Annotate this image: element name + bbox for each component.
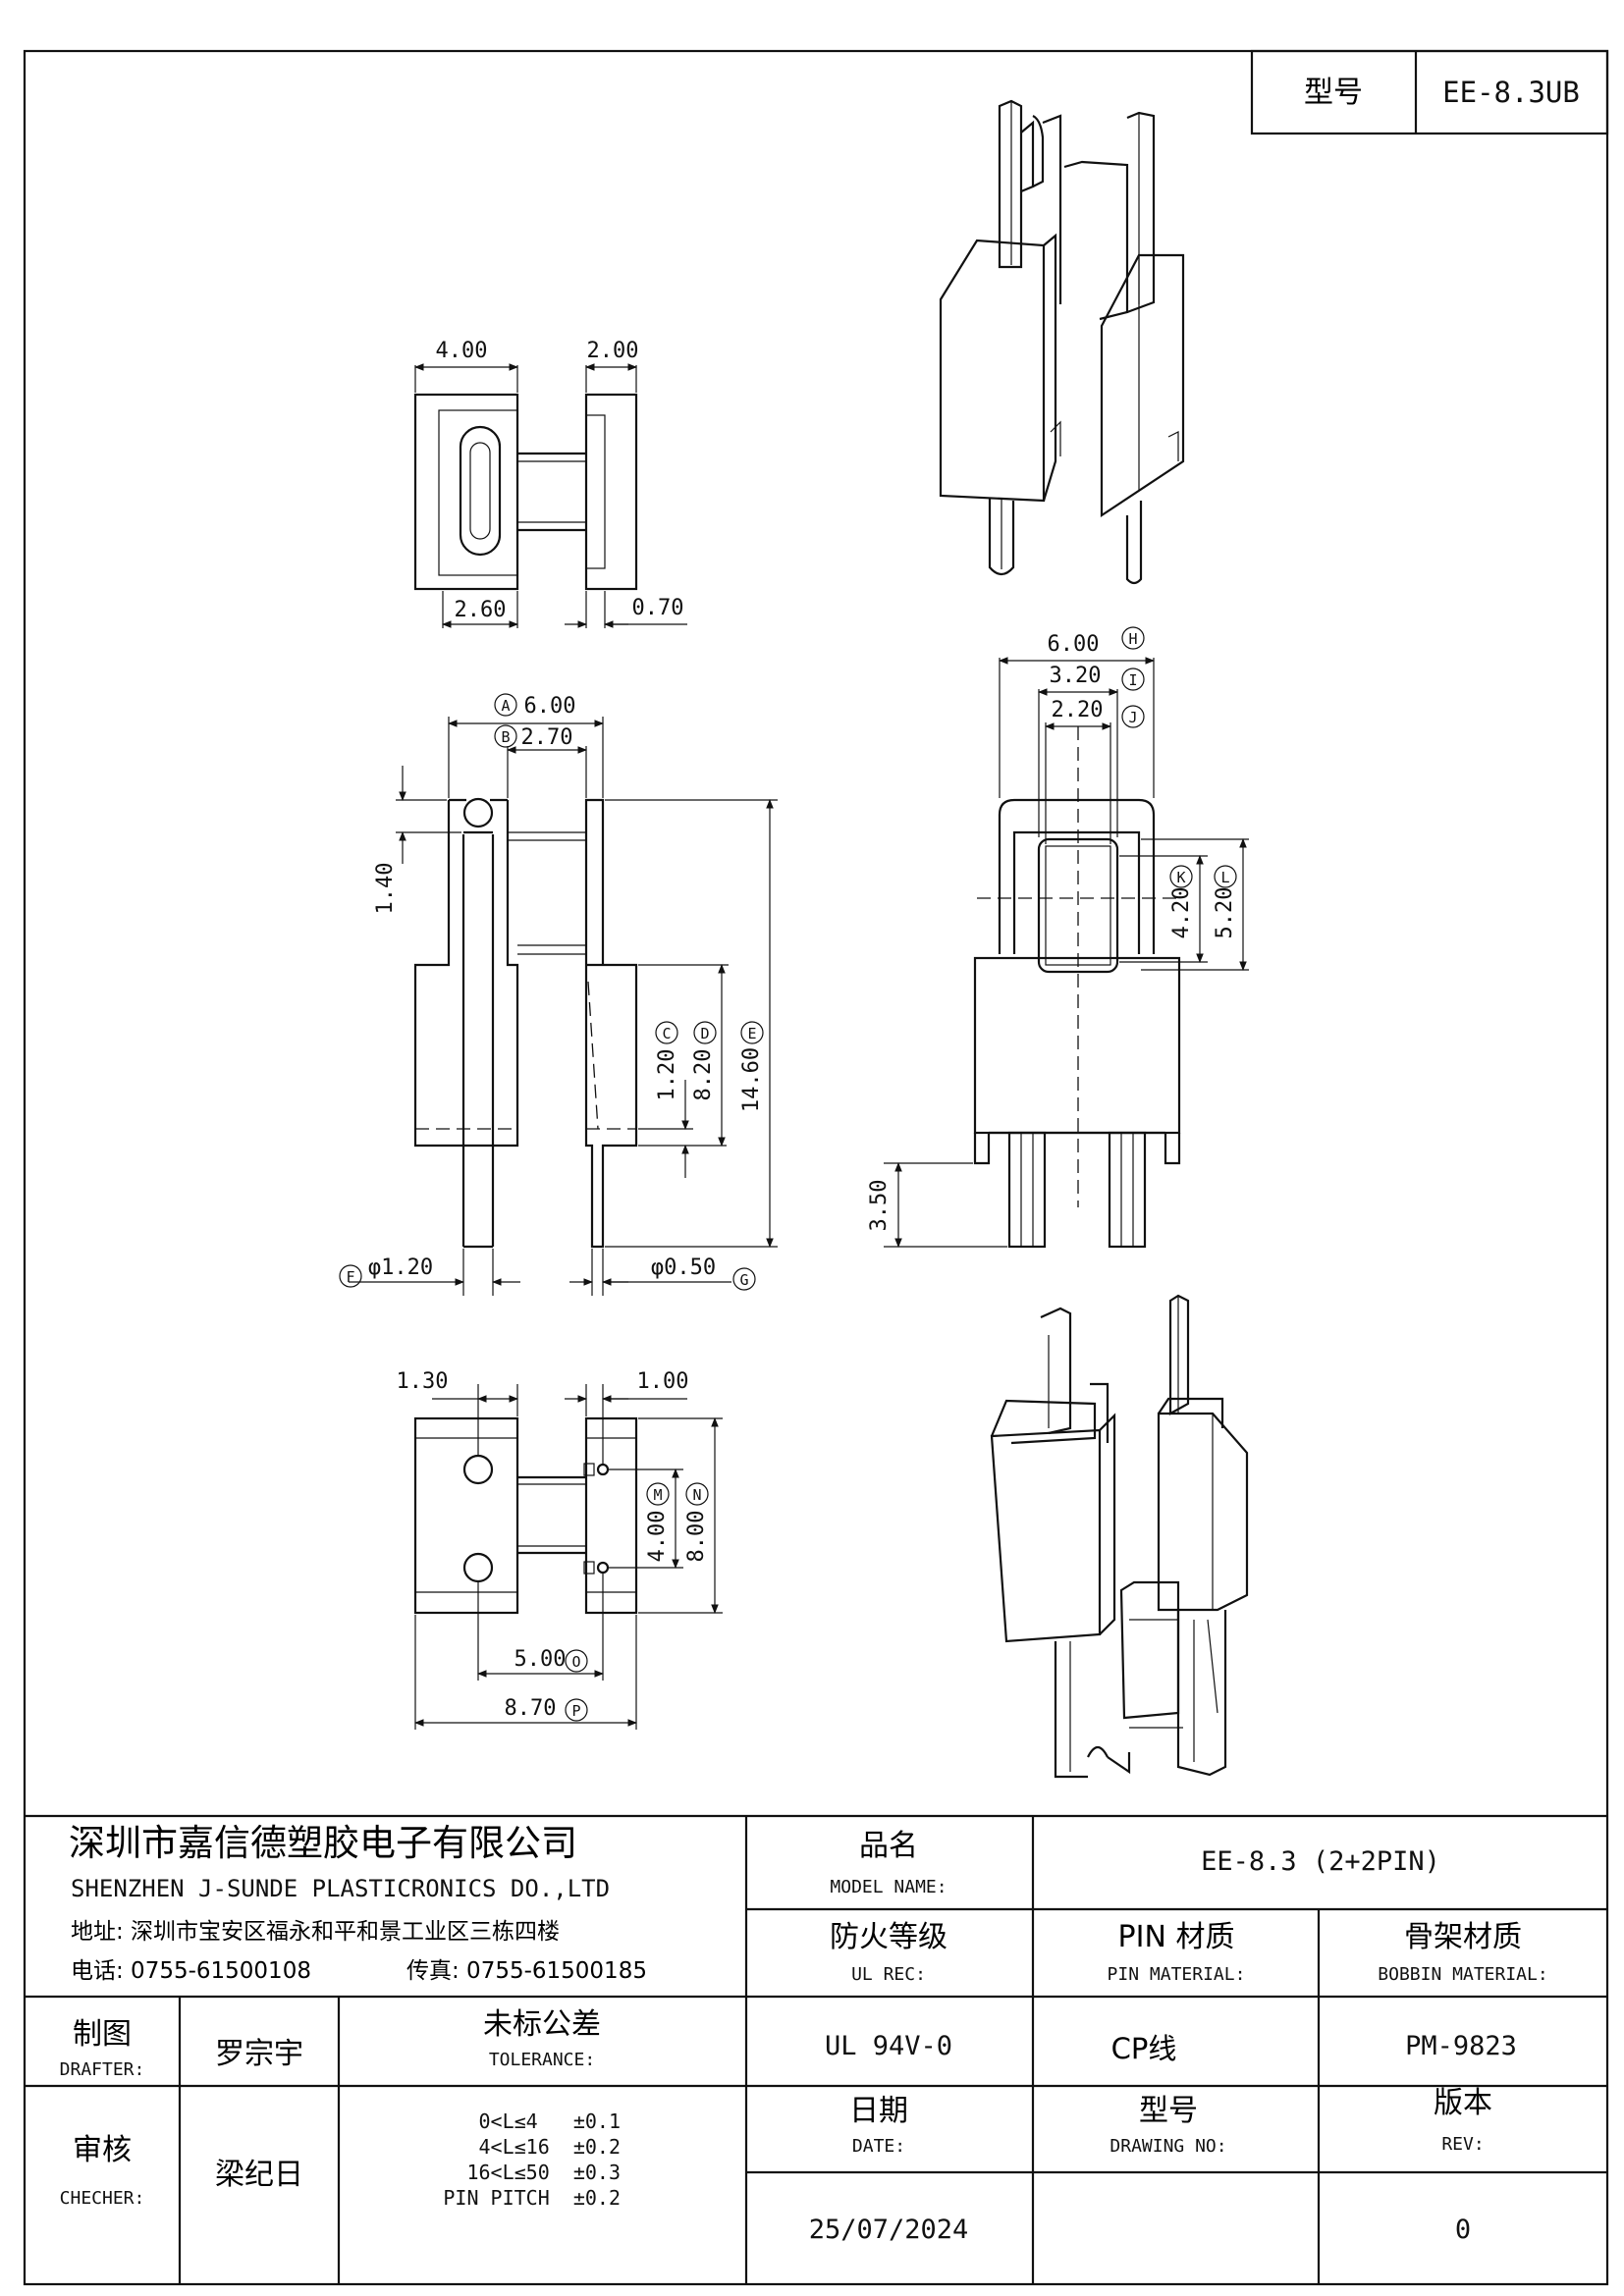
callout-a: A	[501, 697, 510, 715]
company-name-en: SHENZHEN J-SUNDE PLASTICRONICS DO.,LTD	[71, 1875, 610, 1902]
side-view-dimensions: 6.00 H 3.20 I 2.20 J 4.20 K 5.20 L 3.50	[867, 626, 1249, 1248]
tolerance-line-1: 0<L≤4 ±0.1	[479, 2109, 622, 2133]
drawing-no-cn: 型号	[1139, 2094, 1198, 2128]
dim-e: 14.60	[739, 1047, 764, 1112]
dim-o: 5.00	[514, 1647, 567, 1672]
company-phone: 电话: 0755-61500108	[71, 1958, 311, 1984]
dim-top-4: 4.00	[436, 339, 488, 363]
model-name-en: MODEL NAME:	[830, 1877, 947, 1897]
isometric-view-top	[939, 99, 1185, 585]
callout-m: M	[653, 1486, 662, 1504]
tolerance-line-3: 16<L≤50 ±0.3	[466, 2161, 621, 2184]
top-view-dimensions: 4.00 2.00 2.60 0.70	[414, 339, 687, 628]
pin-material-en: PIN MATERIAL:	[1108, 1964, 1246, 1985]
dim-c: 1.20	[655, 1049, 679, 1101]
dim-d: 8.20	[691, 1049, 716, 1101]
callout-b: B	[501, 728, 510, 746]
bobbin-material-en: BOBBIN MATERIAL:	[1378, 1964, 1547, 1985]
top-view	[413, 393, 638, 591]
pin-material-value: CP线	[1111, 2032, 1177, 2065]
dim-top-2: 2.00	[587, 339, 639, 363]
callout-i: I	[1128, 671, 1137, 689]
callout-c: C	[662, 1025, 671, 1042]
dim-bot-10: 1.00	[637, 1369, 689, 1394]
bobbin-material-cn: 骨架材质	[1404, 1920, 1522, 1954]
front-view-dimensions: A 6.00 B 2.70 1.40 1.20 C 8.20 D 14.60 E	[339, 693, 778, 1296]
checker-value: 梁纪日	[215, 2158, 303, 2192]
drawing-no-en: DRAWING NO:	[1110, 2136, 1226, 2157]
callout-g: G	[739, 1271, 748, 1289]
dim-p: 8.70	[505, 1696, 557, 1721]
dim-top-26: 2.60	[455, 598, 507, 622]
bottom-view	[413, 1416, 638, 1615]
tolerance-line-4: PIN PITCH ±0.2	[443, 2186, 621, 2210]
drafter-label-en: DRAFTER:	[60, 2059, 145, 2080]
dim-i: 3.20	[1050, 664, 1102, 688]
callout-h: H	[1128, 630, 1137, 648]
checker-label-cn: 审核	[73, 2133, 132, 2167]
dim-m: 4.00	[645, 1511, 670, 1563]
dim-g: φ0.50	[651, 1255, 716, 1280]
fire-rating-en: UL REC:	[851, 1964, 926, 1985]
company-fax: 传真: 0755-61500185	[406, 1958, 647, 1984]
drafter-label-cn: 制图	[73, 2017, 132, 2052]
header-model-value: EE-8.3UB	[1442, 76, 1580, 109]
tolerance-line-2: 4<L≤16 ±0.2	[479, 2135, 622, 2159]
header-model-label: 型号	[1304, 76, 1363, 110]
dim-l: 5.20	[1213, 887, 1237, 939]
date-value: 25/07/2024	[809, 2215, 969, 2245]
callout-o: O	[571, 1653, 580, 1671]
date-label-en: DATE:	[852, 2136, 905, 2157]
sheet-border	[23, 49, 1609, 2286]
dim-n: 8.00	[684, 1511, 709, 1563]
tolerance-cn: 未标公差	[483, 2007, 601, 2042]
callout-n: N	[692, 1486, 701, 1504]
header-model-box: 型号 EE-8.3UB	[1250, 49, 1609, 135]
dim-top-07: 0.70	[632, 596, 684, 620]
model-name-cn: 品名	[859, 1829, 918, 1863]
rev-label-en: REV:	[1441, 2134, 1484, 2155]
rev-value: 0	[1455, 2215, 1471, 2245]
checker-label-en: CHECHER:	[60, 2188, 145, 2209]
dim-pin-len: 1.40	[373, 863, 398, 915]
callout-j: J	[1128, 709, 1137, 726]
callout-e: E	[747, 1025, 756, 1042]
company-address: 地址: 深圳市宝安区福永和平和景工业区三栋四楼	[71, 1919, 560, 1945]
isometric-view-bottom	[990, 1294, 1249, 1779]
side-view	[973, 726, 1181, 1249]
dim-bot-13: 1.30	[397, 1369, 449, 1394]
dim-k: 4.20	[1169, 887, 1194, 939]
company-name-cn: 深圳市嘉信德塑胶电子有限公司	[69, 1822, 577, 1864]
front-view	[413, 797, 638, 1249]
fire-rating-cn: 防火等级	[830, 1920, 947, 1954]
dim-side-35: 3.50	[867, 1180, 892, 1232]
drafter-value: 罗宗宇	[215, 2037, 303, 2071]
pin-material-cn: PIN 材质	[1118, 1920, 1235, 1954]
dim-h: 6.00	[1048, 632, 1100, 657]
callout-f: F	[346, 1268, 354, 1286]
dim-b: 2.70	[521, 725, 573, 750]
callout-d: D	[700, 1025, 709, 1042]
model-name-value: EE-8.3 (2+2PIN)	[1201, 1846, 1440, 1877]
bobbin-material-value: PM-9823	[1405, 2031, 1517, 2061]
callout-k: K	[1176, 869, 1185, 886]
dim-f: φ1.20	[368, 1255, 433, 1280]
tolerance-en: TOLERANCE:	[489, 2050, 595, 2070]
date-label-cn: 日期	[849, 2094, 908, 2128]
fire-rating-value: UL 94V-0	[825, 2031, 952, 2061]
callout-p: P	[571, 1702, 580, 1720]
dim-a: 6.00	[524, 694, 576, 719]
dim-j: 2.20	[1052, 698, 1104, 722]
title-block: 深圳市嘉信德塑胶电子有限公司 SHENZHEN J-SUNDE PLASTICR…	[25, 1814, 1607, 2284]
bottom-view-dimensions: 1.30 1.00 4.00 M 8.00 N 5.00 O 8.70 P	[397, 1369, 723, 1730]
callout-l: L	[1220, 869, 1229, 886]
rev-label-cn: 版本	[1434, 2086, 1492, 2120]
